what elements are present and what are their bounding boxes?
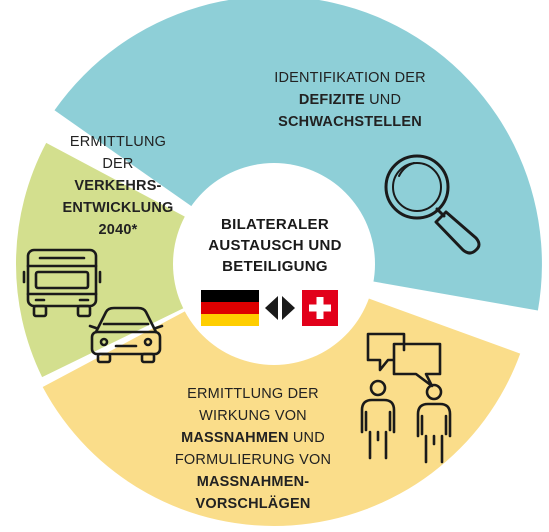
traffic-bold-2: ENTWICKLUNG (62, 200, 174, 216)
exchange-arrows-icon (265, 296, 295, 320)
swiss-cross-icon (309, 297, 331, 319)
center-line-3: BETEILIGUNG (222, 258, 328, 275)
traffic-line-1: ERMITTLUNG (69, 134, 167, 150)
center-line-2: AUSTAUSCH UND (208, 237, 342, 254)
switzerland-flag (302, 290, 338, 326)
measures-text: ERMITTLUNG DER WIRKUNG VON MASSNAHMEN UN… (158, 383, 348, 515)
germany-flag (201, 290, 259, 326)
measures-line-2: WIRKUNG VON (199, 408, 307, 424)
truck-icon (22, 248, 102, 318)
identification-bold-1: DEFIZITE (298, 92, 365, 108)
traffic-bold-3: 2040* (98, 222, 138, 238)
traffic-text: ERMITTLUNG DER VERKEHRS- ENTWICKLUNG 204… (40, 131, 196, 241)
measures-bold-2: MASSNAHMEN- (196, 474, 310, 490)
car-icon (88, 306, 164, 364)
identification-text: IDENTIFIKATION DER DEFIZITE UND SCHWACHS… (250, 67, 450, 133)
identification-line-2-rest: UND (364, 92, 402, 108)
center-line-1: BILATERALER (220, 216, 329, 233)
traffic-line-2: DER (102, 156, 134, 172)
measures-bold-1: MASSNAHMEN (181, 430, 289, 446)
measures-line-3-rest: UND (288, 430, 325, 446)
measures-line-1: ERMITTLUNG DER (187, 386, 319, 402)
traffic-bold-1: VERKEHRS- (74, 178, 162, 194)
identification-line-1: IDENTIFIKATION DER (274, 70, 426, 86)
measures-line-4: FORMULIERUNG VON (174, 452, 332, 468)
people-discussion-icon (360, 332, 452, 464)
measures-bold-3: VORSCHLÄGEN (195, 496, 311, 512)
magnifier-icon (384, 154, 481, 255)
center-title: BILATERALER AUSTAUSCH UND BETEILIGUNG (187, 214, 363, 277)
segment-identification (54, 0, 542, 311)
identification-bold-2: SCHWACHSTELLEN (278, 114, 422, 130)
